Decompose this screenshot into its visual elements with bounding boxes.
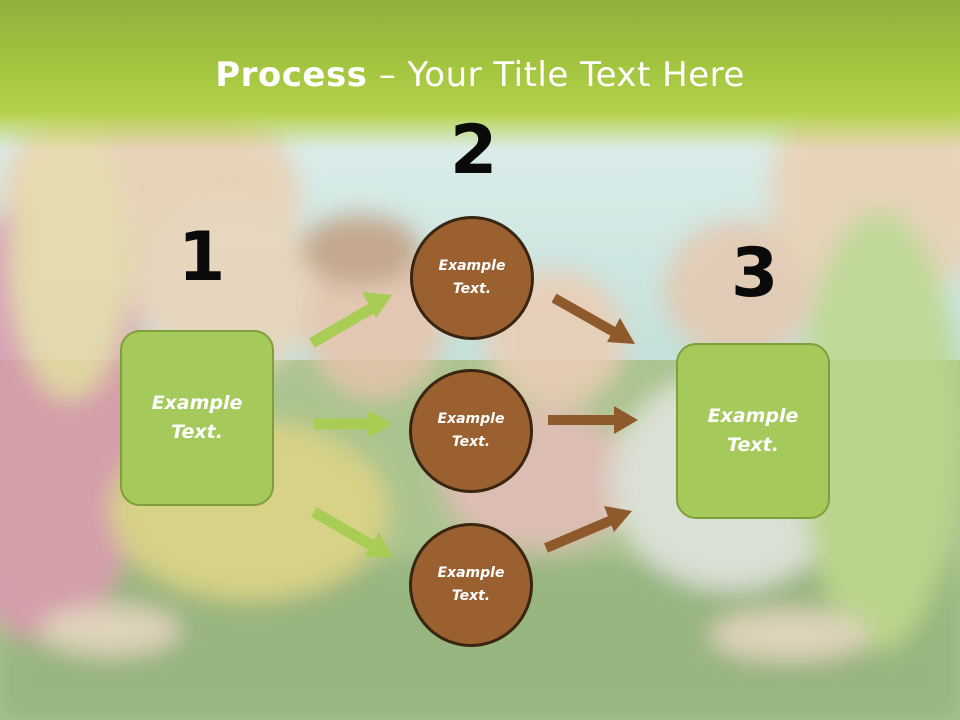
step-number-2: 2	[450, 111, 498, 190]
circle-middle-text: Example Text.	[437, 411, 505, 450]
green-arrow-down	[311, 507, 393, 558]
title-rest: – Your Title Text Here	[367, 55, 745, 95]
title-bold: Process	[215, 55, 368, 95]
circle-middle: Example Text.	[409, 369, 533, 493]
brown-arrow-mid	[548, 406, 638, 434]
circle-top: Example Text.	[410, 216, 534, 340]
brown-arrow-up	[544, 506, 632, 553]
slide-title: Process – Your Title Text Here	[0, 55, 960, 95]
step-3-box: Example Text.	[676, 343, 830, 519]
step-1-box: Example Text.	[120, 330, 274, 506]
circle-top-text: Example Text.	[438, 258, 506, 297]
green-arrow-up	[309, 292, 392, 348]
step-3-text: Example Text.	[707, 405, 799, 456]
circle-bottom-text: Example Text.	[437, 565, 505, 604]
step-1-text: Example Text.	[151, 392, 243, 443]
step-number-3: 3	[731, 234, 779, 313]
green-arrow-mid	[314, 410, 392, 438]
circle-bottom: Example Text.	[409, 523, 533, 647]
brown-arrow-down	[551, 293, 635, 344]
step-number-1: 1	[178, 218, 226, 297]
title-bar	[0, 0, 960, 150]
